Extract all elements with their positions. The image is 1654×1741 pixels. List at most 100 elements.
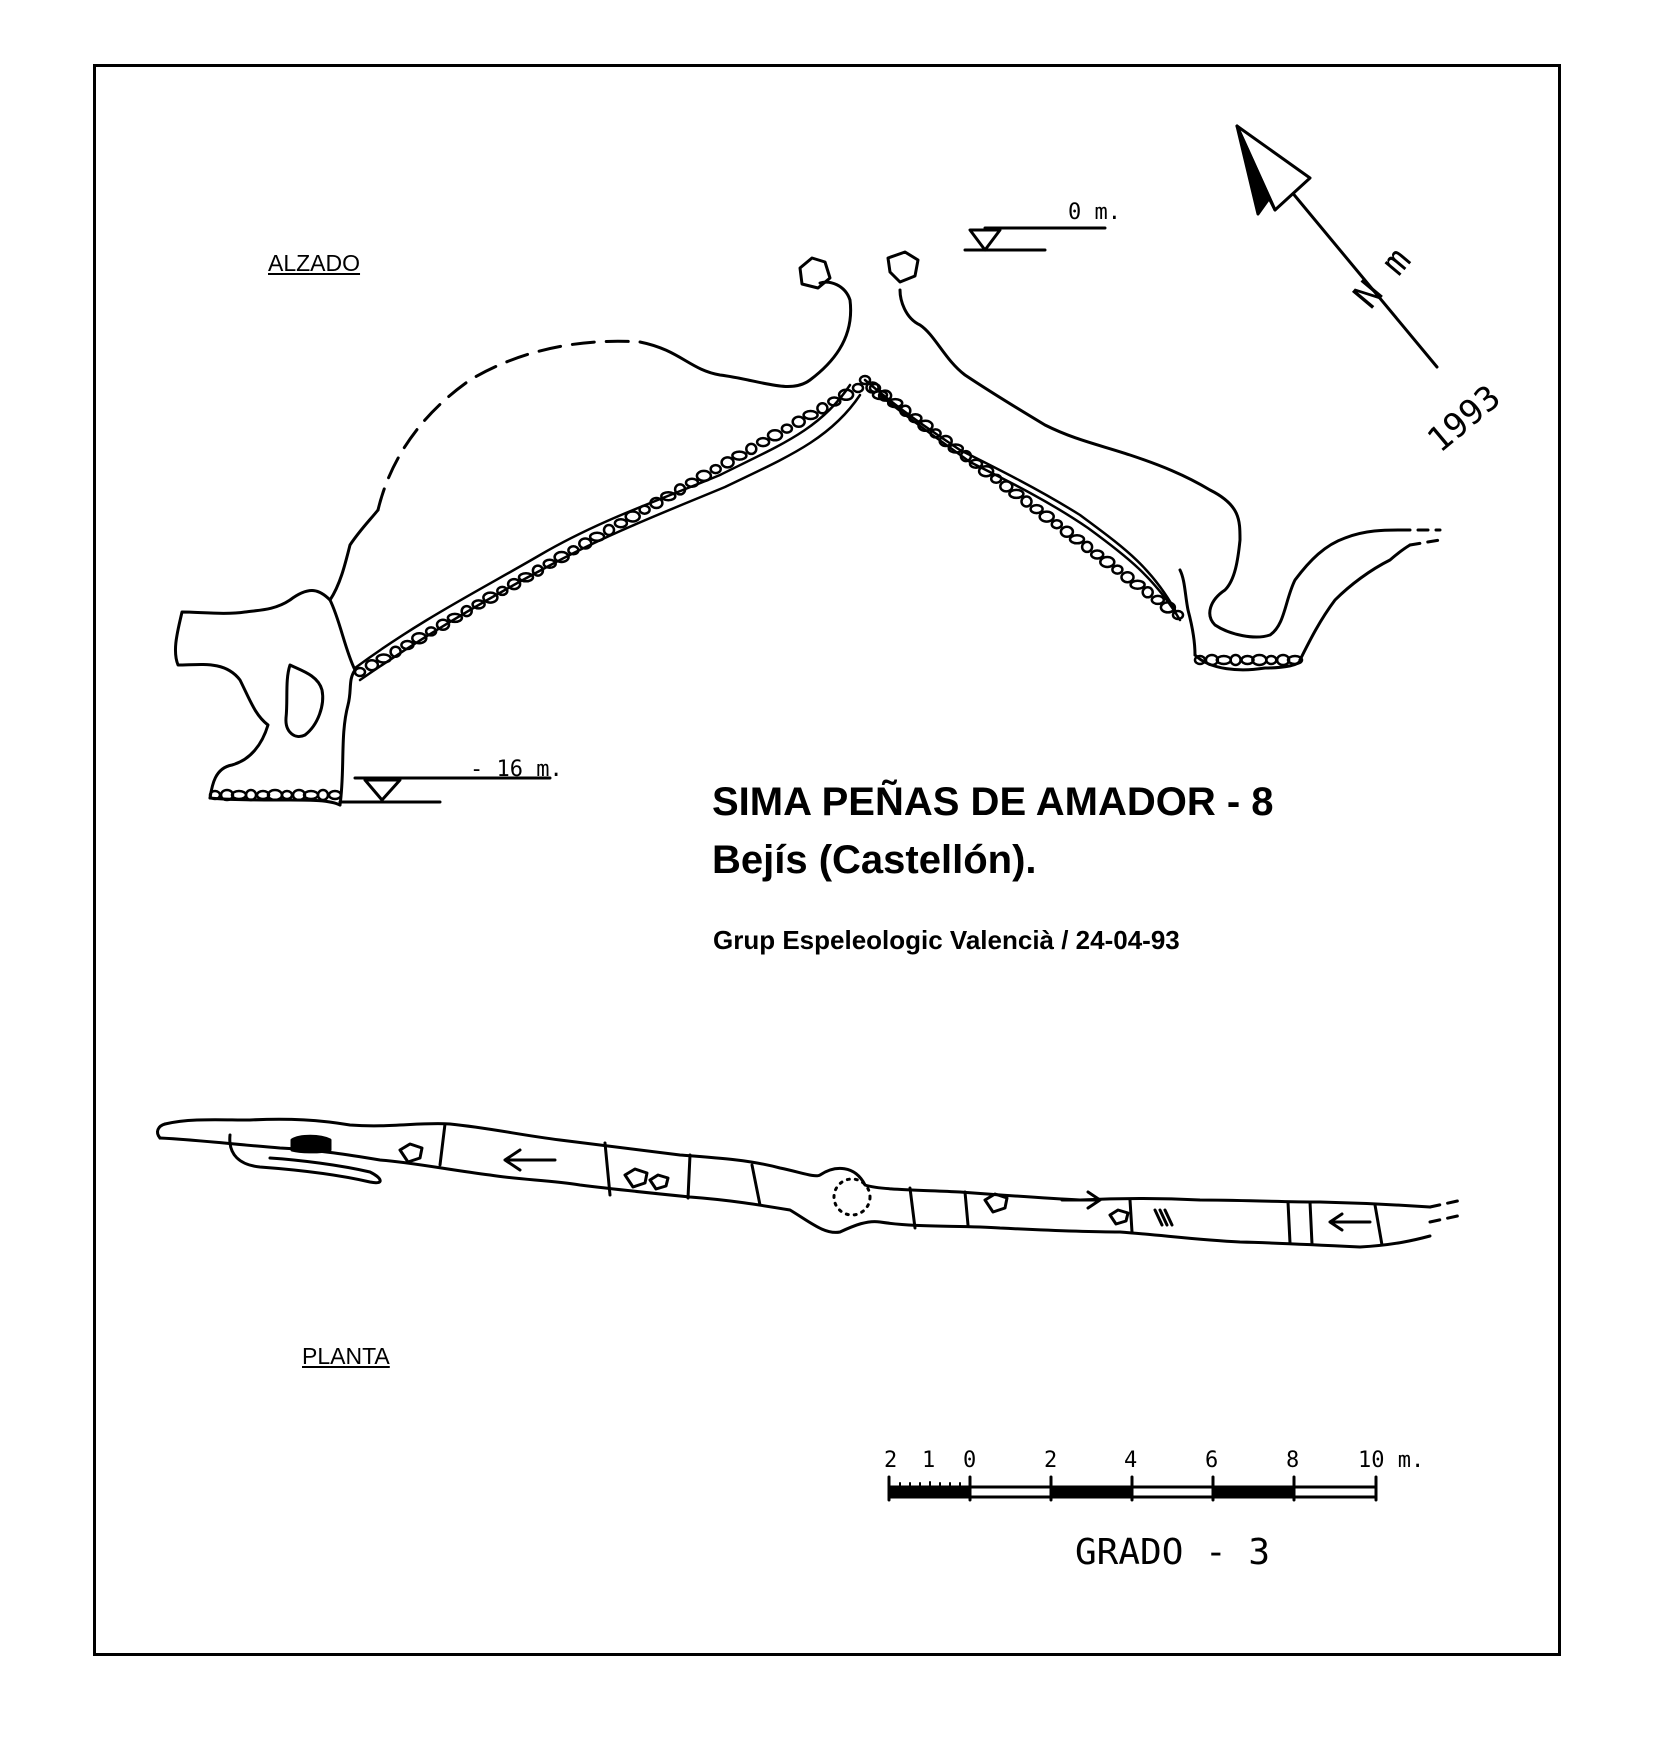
- plan-north-wall: [163, 1117, 1432, 1209]
- boulder-icon: [327, 789, 343, 801]
- boulder-icon: [871, 389, 889, 401]
- survey-title: SIMA PEÑAS DE AMADOR - 8: [712, 780, 1274, 824]
- scale-tick-label: 0: [963, 1448, 977, 1473]
- boulder-icon: [353, 666, 367, 678]
- plan-arrow-3: [1328, 1212, 1372, 1232]
- boulder-icon: [1229, 653, 1242, 667]
- scree-boulders: [208, 374, 1304, 802]
- boulder-icon: [638, 504, 651, 515]
- elevation-right-floor: [1178, 568, 1197, 657]
- elevation-pillar: [284, 663, 325, 738]
- scale-tick-label: 2: [1044, 1448, 1058, 1473]
- boulder-icon: [1120, 570, 1135, 584]
- boulder-icon: [745, 442, 758, 456]
- boulder-icon: [865, 381, 880, 394]
- boulder-icon: [695, 469, 713, 483]
- boulder-icon: [1068, 534, 1086, 545]
- elevation-label: ALZADO: [268, 250, 361, 276]
- boulder-icon: [424, 626, 438, 637]
- boulder-icon: [280, 789, 294, 801]
- boulder-icon: [1129, 579, 1146, 590]
- boulder-icon: [755, 436, 771, 448]
- boulder-icon: [506, 577, 522, 591]
- boulder-icon: [482, 591, 499, 604]
- plan-boulders: [398, 1142, 1130, 1226]
- boulder-icon: [517, 572, 535, 583]
- scale-tick-label: 10 m.: [1358, 1448, 1425, 1473]
- boulder-icon: [989, 473, 1003, 485]
- boulder-icon: [1038, 510, 1055, 523]
- elevation-ceiling-left: [638, 280, 853, 388]
- scale-bar: [887, 1475, 1378, 1502]
- boulder-icon: [624, 510, 641, 523]
- boulder-icon: [858, 374, 872, 386]
- entrance-block-right: [886, 250, 920, 284]
- boulder-icon: [400, 639, 415, 651]
- boulder-icon: [947, 443, 965, 454]
- boulder-icon: [1059, 525, 1075, 539]
- scree-left: [353, 383, 852, 670]
- boulder-icon: [827, 396, 842, 407]
- entrance-block-left: [798, 256, 832, 290]
- survey-location: Bejís (Castellón).: [712, 838, 1037, 882]
- elevation-right-wall: [898, 288, 1402, 639]
- plan-shaft-dots: [832, 1177, 872, 1217]
- boulder-icon: [316, 788, 330, 802]
- boulder-icon: [588, 531, 606, 543]
- boulder-icon: [673, 483, 687, 496]
- boulder-icon: [1141, 586, 1154, 599]
- plan-cross-sections: [438, 1122, 1384, 1247]
- boulder-icon: [542, 558, 557, 570]
- boulder-icon: [649, 496, 664, 510]
- boulder-icon: [816, 402, 829, 415]
- boulder-icon: [959, 449, 973, 463]
- north-arrow-icon: [1235, 124, 1439, 369]
- boulder-icon: [791, 415, 806, 429]
- boulder-icon: [684, 477, 700, 488]
- depth-label-top: 0 m.: [1068, 200, 1121, 225]
- elevation-dashed-ceiling: [376, 339, 642, 512]
- boulder-icon: [731, 450, 748, 461]
- scale-tick-label: 1: [922, 1448, 936, 1473]
- boulder-icon: [1008, 488, 1025, 500]
- boulder-icon: [1050, 518, 1064, 530]
- elevation-west-upper-wall: [328, 508, 380, 602]
- boulder-icon: [553, 550, 570, 564]
- plan-side-channel: [228, 1133, 382, 1185]
- boulder-icon: [977, 464, 995, 478]
- boulder-icon: [1171, 609, 1185, 621]
- depth-triangle-bottom: [363, 778, 402, 802]
- boulder-icon: [567, 545, 580, 556]
- plan-arrow-2: [1060, 1190, 1102, 1210]
- plan-step-mark: [1153, 1208, 1174, 1227]
- boulder-icon: [851, 382, 865, 394]
- scree-left-lower: [358, 393, 862, 682]
- boulder-icon: [929, 428, 942, 439]
- boulder-icon: [1286, 654, 1304, 666]
- depth-line-bottom: [338, 776, 552, 804]
- boulder-icon: [1159, 601, 1177, 614]
- boulder-icon: [531, 564, 545, 577]
- boulder-icon: [613, 517, 629, 529]
- boulder-icon: [877, 389, 893, 402]
- depth-triangle-top: [968, 228, 1002, 252]
- map-frame: [93, 64, 1561, 1656]
- plan-east-dashes: [1428, 1198, 1464, 1224]
- scale-tick-label: 2: [884, 1448, 898, 1473]
- survey-credit: Grup Espeleologic Valencià / 24-04-93: [713, 925, 1180, 955]
- plan-arrow-1: [503, 1148, 557, 1172]
- boulder-icon: [1265, 654, 1278, 666]
- scale-tick-label: 6: [1205, 1448, 1219, 1473]
- boulder-icon: [1150, 594, 1166, 606]
- boulder-icon: [389, 645, 402, 658]
- boulder-icon: [471, 599, 486, 610]
- boulder-icon: [1029, 503, 1044, 515]
- boulder-icon: [886, 397, 904, 409]
- elevation-west-chamber: [174, 589, 357, 800]
- scree-slopes: [208, 374, 1304, 802]
- plan-label: PLANTA: [302, 1343, 390, 1369]
- boulder-icon: [496, 585, 509, 597]
- boulder-icon: [709, 463, 722, 475]
- boulder-icon: [1099, 555, 1116, 569]
